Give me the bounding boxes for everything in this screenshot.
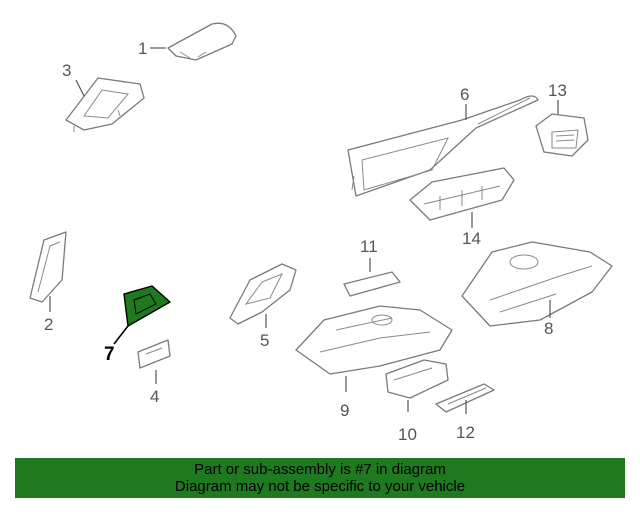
banner-line-2: Diagram may not be specific to your vehi… [174,478,466,495]
callout-8: 8 [544,319,553,338]
part-4[interactable] [137,339,171,369]
callout-1: 1 [138,39,147,58]
parts-diagram: 1 3 6 13 14 2 7 [29,22,613,444]
part-10[interactable] [385,359,449,399]
callout-10: 10 [398,425,417,444]
leader-3 [75,79,85,97]
callout-11: 11 [360,237,378,256]
part-2[interactable] [29,231,67,303]
part-11[interactable] [343,271,401,297]
info-banner: Part or sub-assembly is #7 in diagram Di… [15,458,625,498]
callout-5: 5 [260,331,269,350]
callout-13: 13 [548,81,567,100]
part-7-shape [123,285,171,327]
part-8[interactable] [461,241,613,327]
callout-4: 4 [150,387,159,406]
callout-3: 3 [62,61,71,80]
callout-6: 6 [460,85,469,104]
part-7[interactable] [123,285,171,327]
callout-12: 12 [456,423,475,442]
callout-14: 14 [462,229,481,248]
leader-7 [113,325,129,345]
part-12[interactable] [435,383,495,413]
part-5[interactable] [229,263,297,325]
part-7-detail [133,293,157,315]
part-14[interactable] [409,167,515,221]
part-3[interactable] [65,77,145,132]
callout-2: 2 [44,315,53,334]
part-1[interactable] [167,22,237,61]
callout-9: 9 [340,401,349,420]
part-13[interactable] [535,113,589,157]
callout-7: 7 [104,344,115,365]
part-9[interactable] [295,305,453,375]
banner-line-1: Part or sub-assembly is #7 in diagram [194,461,446,478]
part-6[interactable] [347,95,539,197]
